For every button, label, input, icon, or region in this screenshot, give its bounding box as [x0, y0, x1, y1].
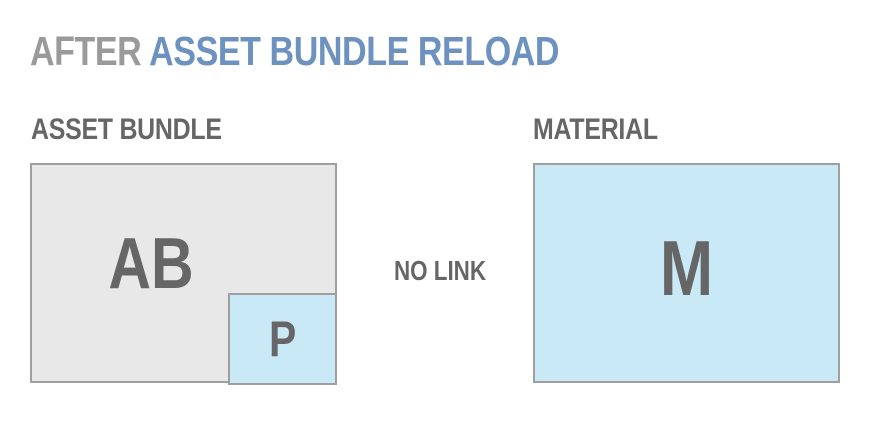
- material-label: M: [659, 224, 714, 312]
- asset-p-box: P: [228, 293, 337, 385]
- page-title: AFTER ASSET BUNDLE RELOAD: [30, 28, 560, 74]
- page-title-prefix: AFTER: [30, 28, 142, 74]
- asset-bundle-heading: ASSET BUNDLE: [31, 113, 222, 146]
- asset-p-label: P: [268, 311, 297, 367]
- page-title-highlight: ASSET BUNDLE RELOAD: [149, 28, 560, 74]
- asset-bundle-box: AB: [30, 163, 337, 383]
- material-box: M: [533, 163, 840, 383]
- no-link-label: NO LINK: [393, 255, 487, 286]
- asset-bundle-label: AB: [107, 224, 194, 304]
- material-heading: MATERIAL: [533, 113, 658, 146]
